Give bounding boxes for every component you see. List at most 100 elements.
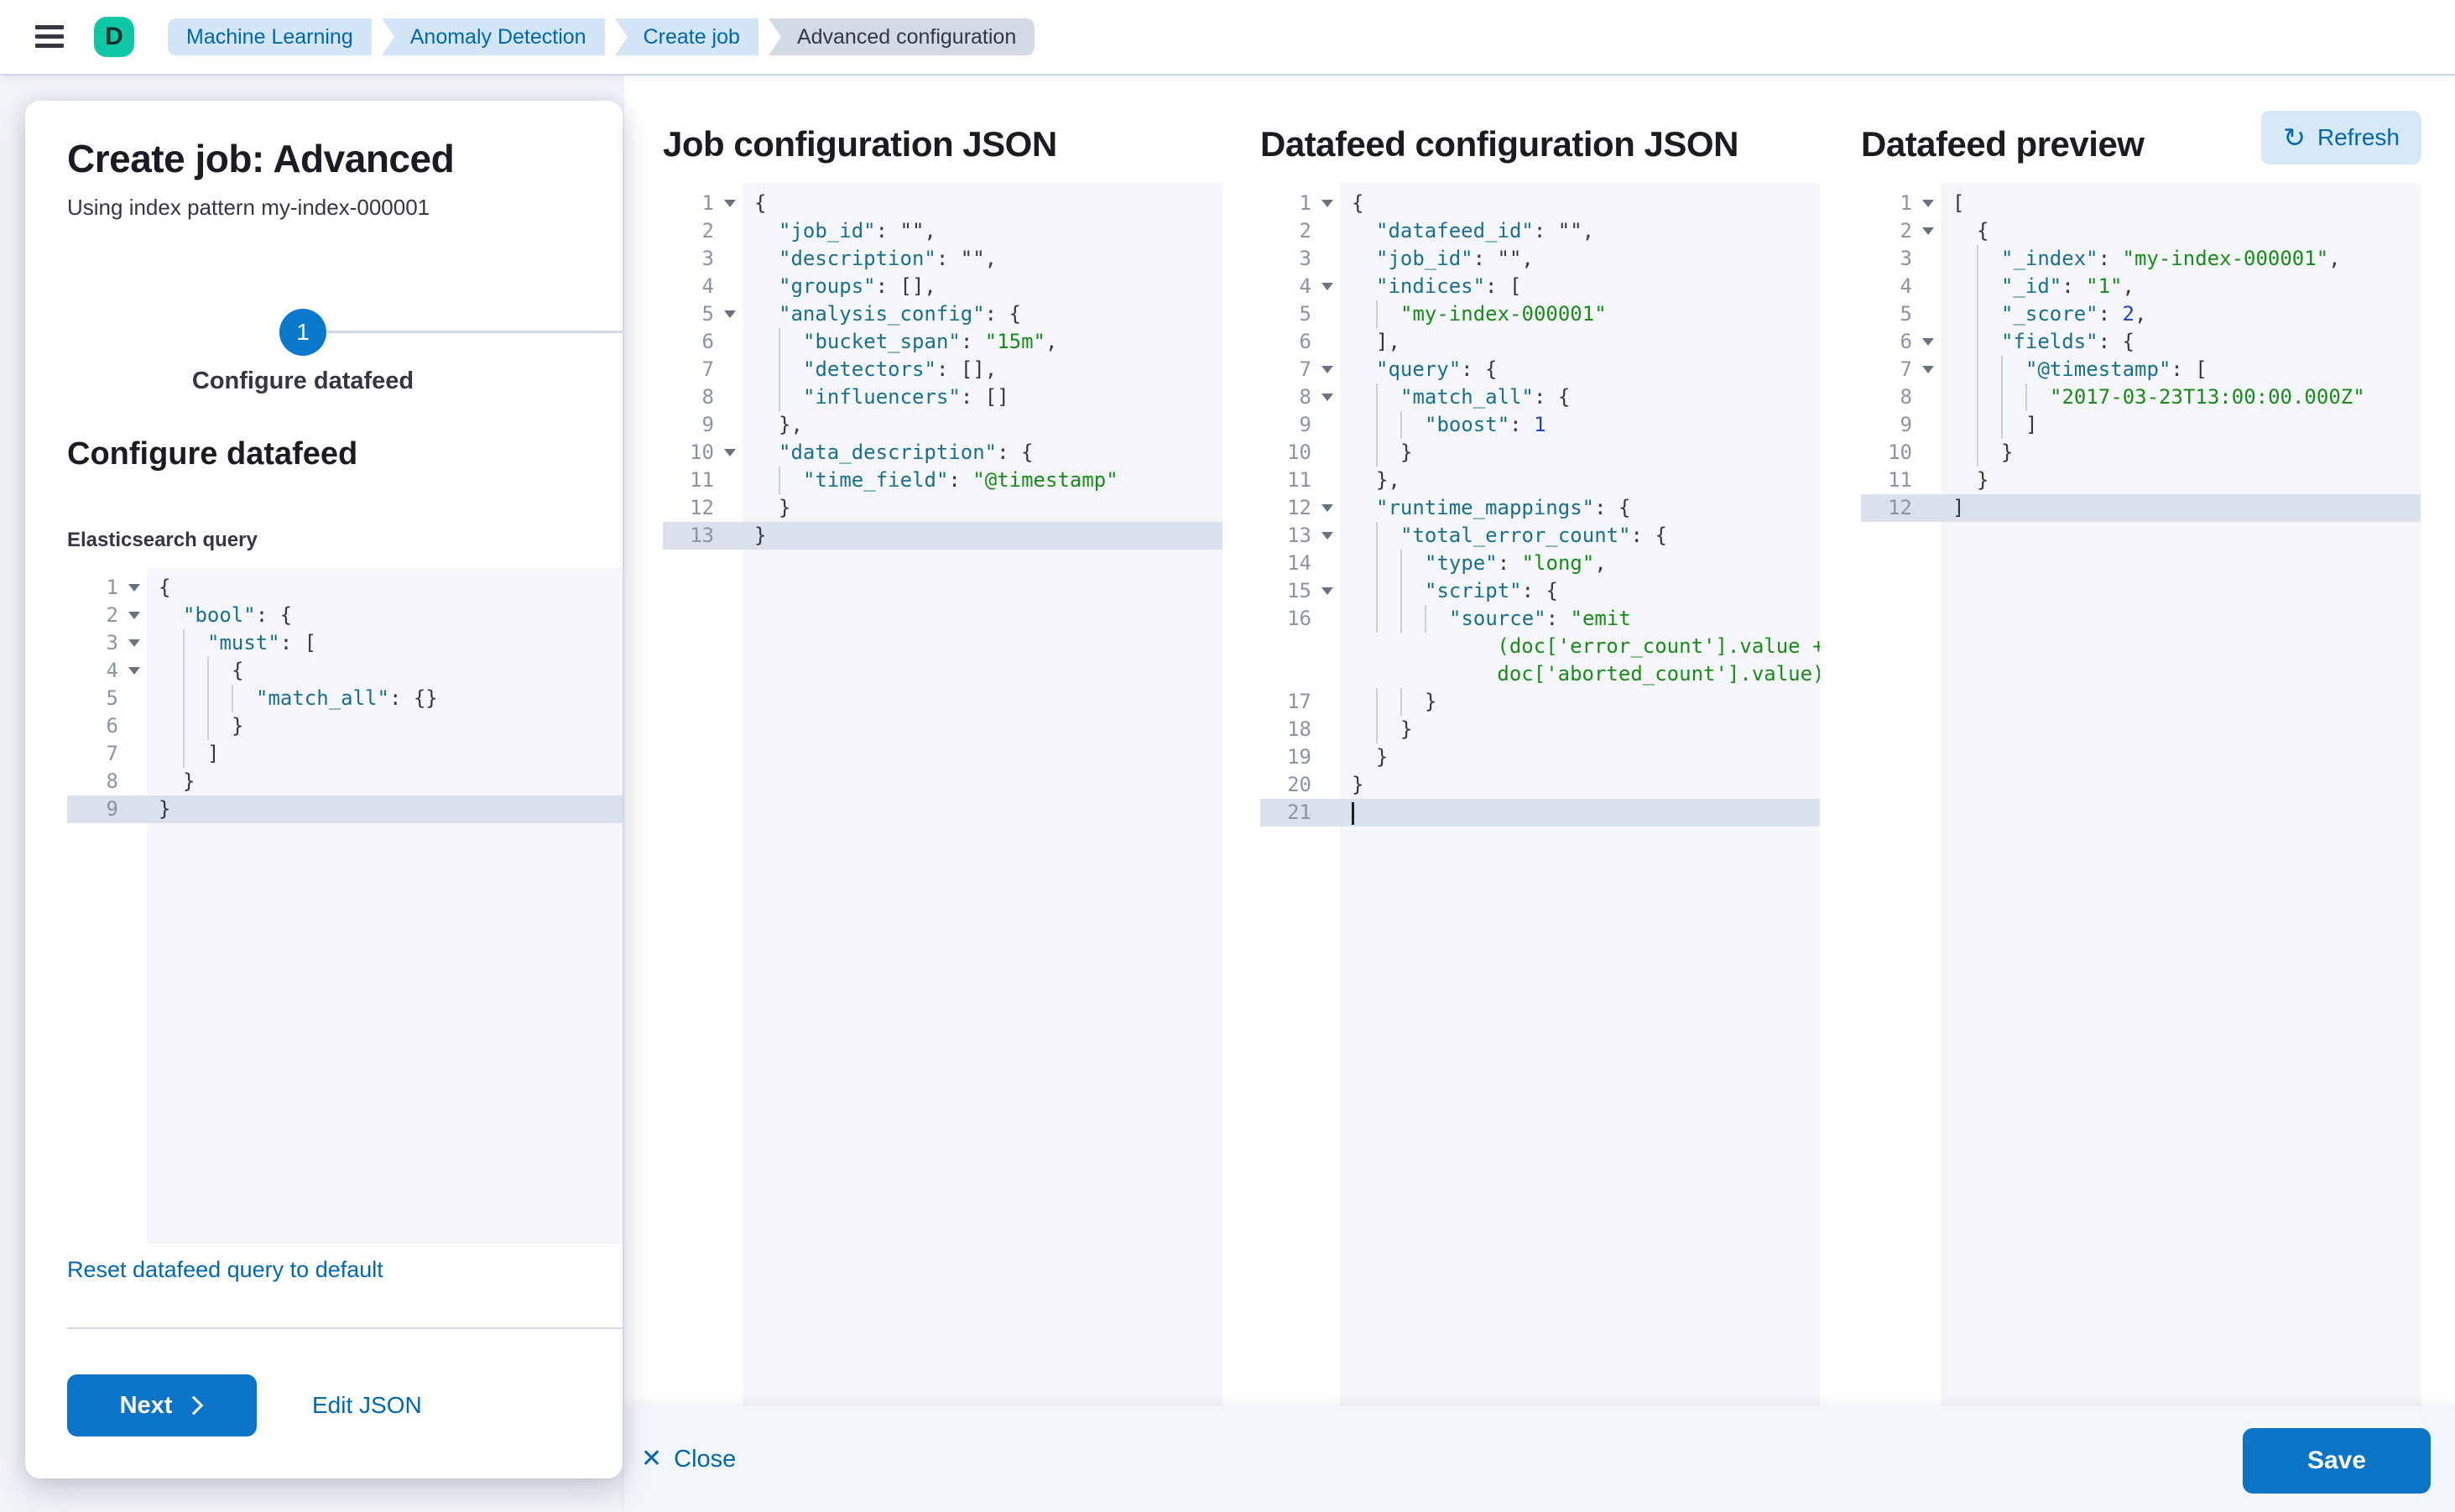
code-text: "type": "long", [1340, 550, 1820, 577]
step-1-indicator[interactable]: 1 [279, 309, 326, 356]
code-line: 7] [67, 740, 623, 768]
job-config-editor[interactable]: 1{2"job_id": "",3"description": "",4"gro… [663, 183, 1222, 1406]
reset-datafeed-query-link[interactable]: Reset datafeed query to default [67, 1257, 383, 1282]
refresh-button[interactable]: ↻ Refresh [2261, 111, 2421, 164]
line-number: 4 [67, 657, 147, 685]
code-text: } [743, 494, 1222, 522]
code-line: 4"indices": [ [1260, 273, 1820, 300]
fold-arrow-icon[interactable] [724, 310, 736, 318]
code-token: }, [1376, 468, 1400, 492]
code-line: 10} [1861, 439, 2421, 467]
next-button[interactable]: Next [67, 1374, 257, 1436]
fold-arrow-icon[interactable] [1321, 366, 1333, 373]
fold-arrow-icon[interactable] [1321, 587, 1333, 595]
code-token: "influencers" [803, 385, 961, 409]
fold-arrow-icon[interactable] [1922, 227, 1934, 235]
code-token: } [183, 769, 195, 793]
code-text: }, [1340, 467, 1820, 494]
fold-arrow-icon[interactable] [1922, 338, 1934, 346]
indent-guide [183, 740, 207, 768]
code-line: 11}, [1260, 467, 1820, 494]
edit-json-button[interactable]: Edit JSON [312, 1392, 422, 1418]
line-number: 15 [1260, 577, 1340, 605]
datafeed-preview-heading: Datafeed preview [1861, 124, 2145, 164]
breadcrumb-item[interactable]: Machine Learning [168, 18, 372, 55]
code-text: "_index": "my-index-000001", [1941, 245, 2421, 273]
code-line: 5"my-index-000001" [1260, 300, 1820, 328]
code-token: , [2328, 247, 2341, 270]
code-token: , [2122, 274, 2134, 298]
code-token: 1 [1534, 413, 1546, 436]
code-token: "data_description" [779, 441, 998, 464]
code-token: : {} [388, 686, 438, 710]
code-text: "_id": "1", [1941, 273, 2421, 300]
fold-arrow-icon[interactable] [1922, 200, 1934, 207]
datafeed-config-heading: Datafeed configuration JSON [1260, 124, 1738, 164]
avatar[interactable]: D [94, 17, 134, 57]
code-line: 2"job_id": "", [663, 217, 1222, 245]
code-token: : [2061, 274, 2087, 298]
step-progress-line [327, 331, 623, 333]
fold-arrow-icon[interactable] [128, 639, 140, 647]
code-line: 5"analysis_config": { [663, 300, 1222, 328]
indent-guide [1376, 300, 1400, 328]
line-number: 20 [1287, 773, 1311, 796]
fold-arrow-icon[interactable] [128, 612, 140, 619]
code-line: 2"datafeed_id": "", [1260, 217, 1820, 245]
indent-guide [183, 685, 207, 712]
code-text: } [1340, 439, 1820, 467]
indent-guide [207, 657, 232, 685]
breadcrumb-item[interactable]: Create job [614, 18, 758, 55]
code-token: } [1352, 773, 1364, 796]
datafeed-config-editor[interactable]: 1{2"datafeed_id": "",3"job_id": "",4"ind… [1260, 183, 1820, 1406]
code-token: "type" [1425, 551, 1498, 575]
code-text: ] [147, 740, 623, 768]
code-token: "long" [1521, 551, 1595, 575]
code-line: 18} [1260, 716, 1820, 743]
code-text: "time_field": "@timestamp" [743, 467, 1222, 494]
code-text: { [743, 190, 1222, 217]
fold-arrow-icon[interactable] [1321, 394, 1333, 401]
fold-arrow-icon[interactable] [724, 200, 736, 207]
save-button[interactable]: Save [2243, 1428, 2431, 1494]
code-token: { [1352, 191, 1364, 215]
code-token: : "", [875, 219, 936, 242]
elasticsearch-query-editor[interactable]: 1{2"bool": {3"must": [4{5"match_all": {}… [67, 567, 623, 1243]
line-number: 5 [1299, 302, 1311, 326]
code-text: } [147, 768, 623, 795]
fold-arrow-icon[interactable] [1321, 200, 1333, 207]
code-token: , [1045, 330, 1058, 353]
next-button-label: Next [119, 1391, 173, 1419]
fold-arrow-icon[interactable] [1321, 283, 1333, 290]
code-token: { [1977, 219, 1989, 242]
code-token: } [232, 714, 244, 738]
code-token: } [1376, 745, 1389, 769]
fold-arrow-icon[interactable] [1321, 532, 1333, 540]
code-text: "script": { [1340, 577, 1820, 605]
code-token: : "", [936, 247, 998, 270]
code-token: : { [255, 603, 293, 627]
code-text: "data_description": { [743, 439, 1222, 467]
code-line: 6"fields": { [1861, 328, 2421, 356]
breadcrumb-item[interactable]: Anomaly Detection [381, 18, 605, 55]
menu-icon[interactable] [35, 25, 64, 49]
indent-guide [1376, 411, 1400, 439]
fold-arrow-icon[interactable] [1321, 504, 1333, 512]
datafeed-preview-editor[interactable]: 1[2{3"_index": "my-index-000001",4"_id":… [1861, 183, 2421, 1406]
fold-arrow-icon[interactable] [128, 584, 140, 592]
line-number: 5 [663, 300, 743, 328]
code-token: "fields" [2001, 330, 2098, 353]
code-text: "bool": { [147, 602, 623, 629]
code-token: "my-index-000001" [2122, 247, 2329, 270]
fold-arrow-icon[interactable] [724, 449, 736, 456]
fold-arrow-icon[interactable] [128, 667, 140, 675]
code-token: "total_error_count" [1400, 524, 1631, 547]
fold-arrow-icon[interactable] [1922, 366, 1934, 373]
line-number: 1 [1861, 190, 1941, 217]
code-line: 6], [1260, 328, 1820, 356]
close-button[interactable]: ✕ Close [641, 1406, 736, 1512]
code-token: : [1497, 551, 1522, 575]
line-number: 8 [701, 385, 714, 409]
indent-guide [1977, 383, 2001, 411]
